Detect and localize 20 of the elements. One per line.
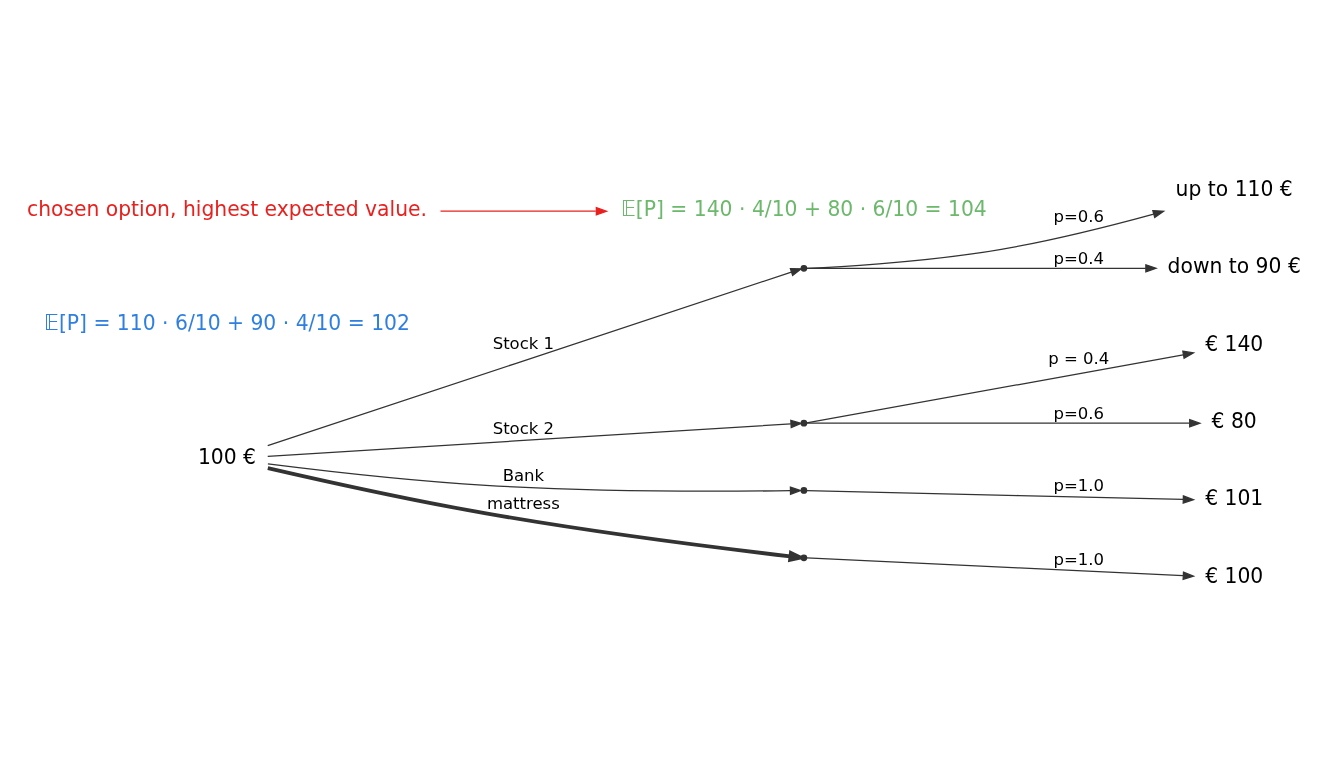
node-text: € 101 xyxy=(1205,486,1264,511)
node-text: down to 90 € xyxy=(1167,254,1301,279)
node-text: 100 € xyxy=(197,444,257,469)
edge-label: p=0.6 xyxy=(1053,206,1104,226)
node-text: € 140 xyxy=(1205,331,1264,356)
edge-label: Stock 1 xyxy=(492,333,555,353)
edge-label: Bank xyxy=(502,465,545,485)
node-text: chosen option, highest expected value. xyxy=(26,197,427,222)
edge-label: p=1.0 xyxy=(1053,476,1104,495)
edge-label: mattress xyxy=(486,493,560,513)
edge-label: Stock 2 xyxy=(492,418,555,438)
edge-label: p=0.6 xyxy=(1053,403,1104,423)
edge-label: p = 0.4 xyxy=(1048,349,1110,369)
node-text: up to 110 € xyxy=(1175,176,1293,201)
node-text: 𝔼[P] = 110 · 6/10 + 90 · 4/10 = 102 xyxy=(44,311,410,336)
node-text: 𝔼[P] = 140 · 4/10 + 80 · 6/10 = 104 xyxy=(621,197,987,222)
node-text: € 100 xyxy=(1205,563,1264,588)
edge-label: p=0.4 xyxy=(1053,248,1104,268)
edge-label: p=1.0 xyxy=(1053,549,1104,569)
node-text: € 80 xyxy=(1211,409,1257,434)
